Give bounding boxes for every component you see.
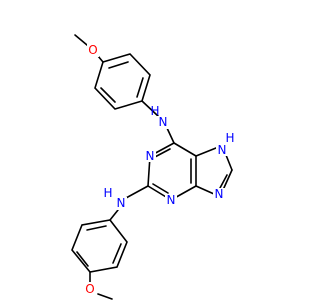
n9-bg xyxy=(213,188,225,201)
n-top-bg xyxy=(157,116,169,129)
nitrogen-label-ring-bottom: N xyxy=(167,193,176,207)
top-ring-double-1 xyxy=(108,61,129,69)
n-bottom-bg xyxy=(115,197,127,210)
top-ring-double-3 xyxy=(100,87,116,103)
nitrogen-label-bottom-amine: N xyxy=(117,196,126,210)
hydrogen-label-imidazole: H xyxy=(225,131,234,145)
bond-nh-ring-bottom xyxy=(109,209,119,221)
hydrogen-label-bottom-amine: H xyxy=(103,186,112,200)
oxygen-label-top: O xyxy=(88,43,97,57)
bond-nh-purine-top xyxy=(166,127,175,144)
bottom-ring-double-1 xyxy=(112,243,122,264)
hydrogen-label-top-amine: H xyxy=(150,104,159,118)
top-ring-double-2 xyxy=(136,77,144,98)
nitrogen-label-ring-left: N xyxy=(146,149,155,163)
n7-bg xyxy=(216,143,228,156)
bond-purine-nh-bottom xyxy=(125,185,149,199)
nitrogen-label-top-amine: N xyxy=(159,115,168,129)
bottom-ring-double-2 xyxy=(76,251,89,267)
n1-bg xyxy=(144,149,156,162)
bond-c5-c6 xyxy=(173,142,197,157)
o-bottom-bg xyxy=(84,282,96,295)
nitrogen-label-imidazole-bottom: N xyxy=(215,187,224,201)
bond-c8-n9 xyxy=(222,169,233,191)
bond-ring-nh-top xyxy=(141,100,159,117)
bond-c5-n7 xyxy=(195,147,217,157)
bottom-ring-double-3 xyxy=(86,225,107,231)
structure-svg: O H N N N H N N H N O xyxy=(71,34,235,300)
nitrogen-label-imidazole-top: N xyxy=(218,143,227,157)
bond-n7-c8 xyxy=(225,154,233,171)
o-top-bg xyxy=(87,44,99,57)
oxygen-label-bottom: O xyxy=(85,282,94,296)
bond-n9-c4 xyxy=(195,185,215,195)
bond-c2-n3-double xyxy=(152,183,169,194)
n3-bg xyxy=(165,194,177,207)
molecule-diagram: O H N N N H N N H N O xyxy=(71,34,235,300)
bond-c8-n9-double xyxy=(219,174,228,189)
bond-o-methyl-bottom xyxy=(97,293,113,300)
